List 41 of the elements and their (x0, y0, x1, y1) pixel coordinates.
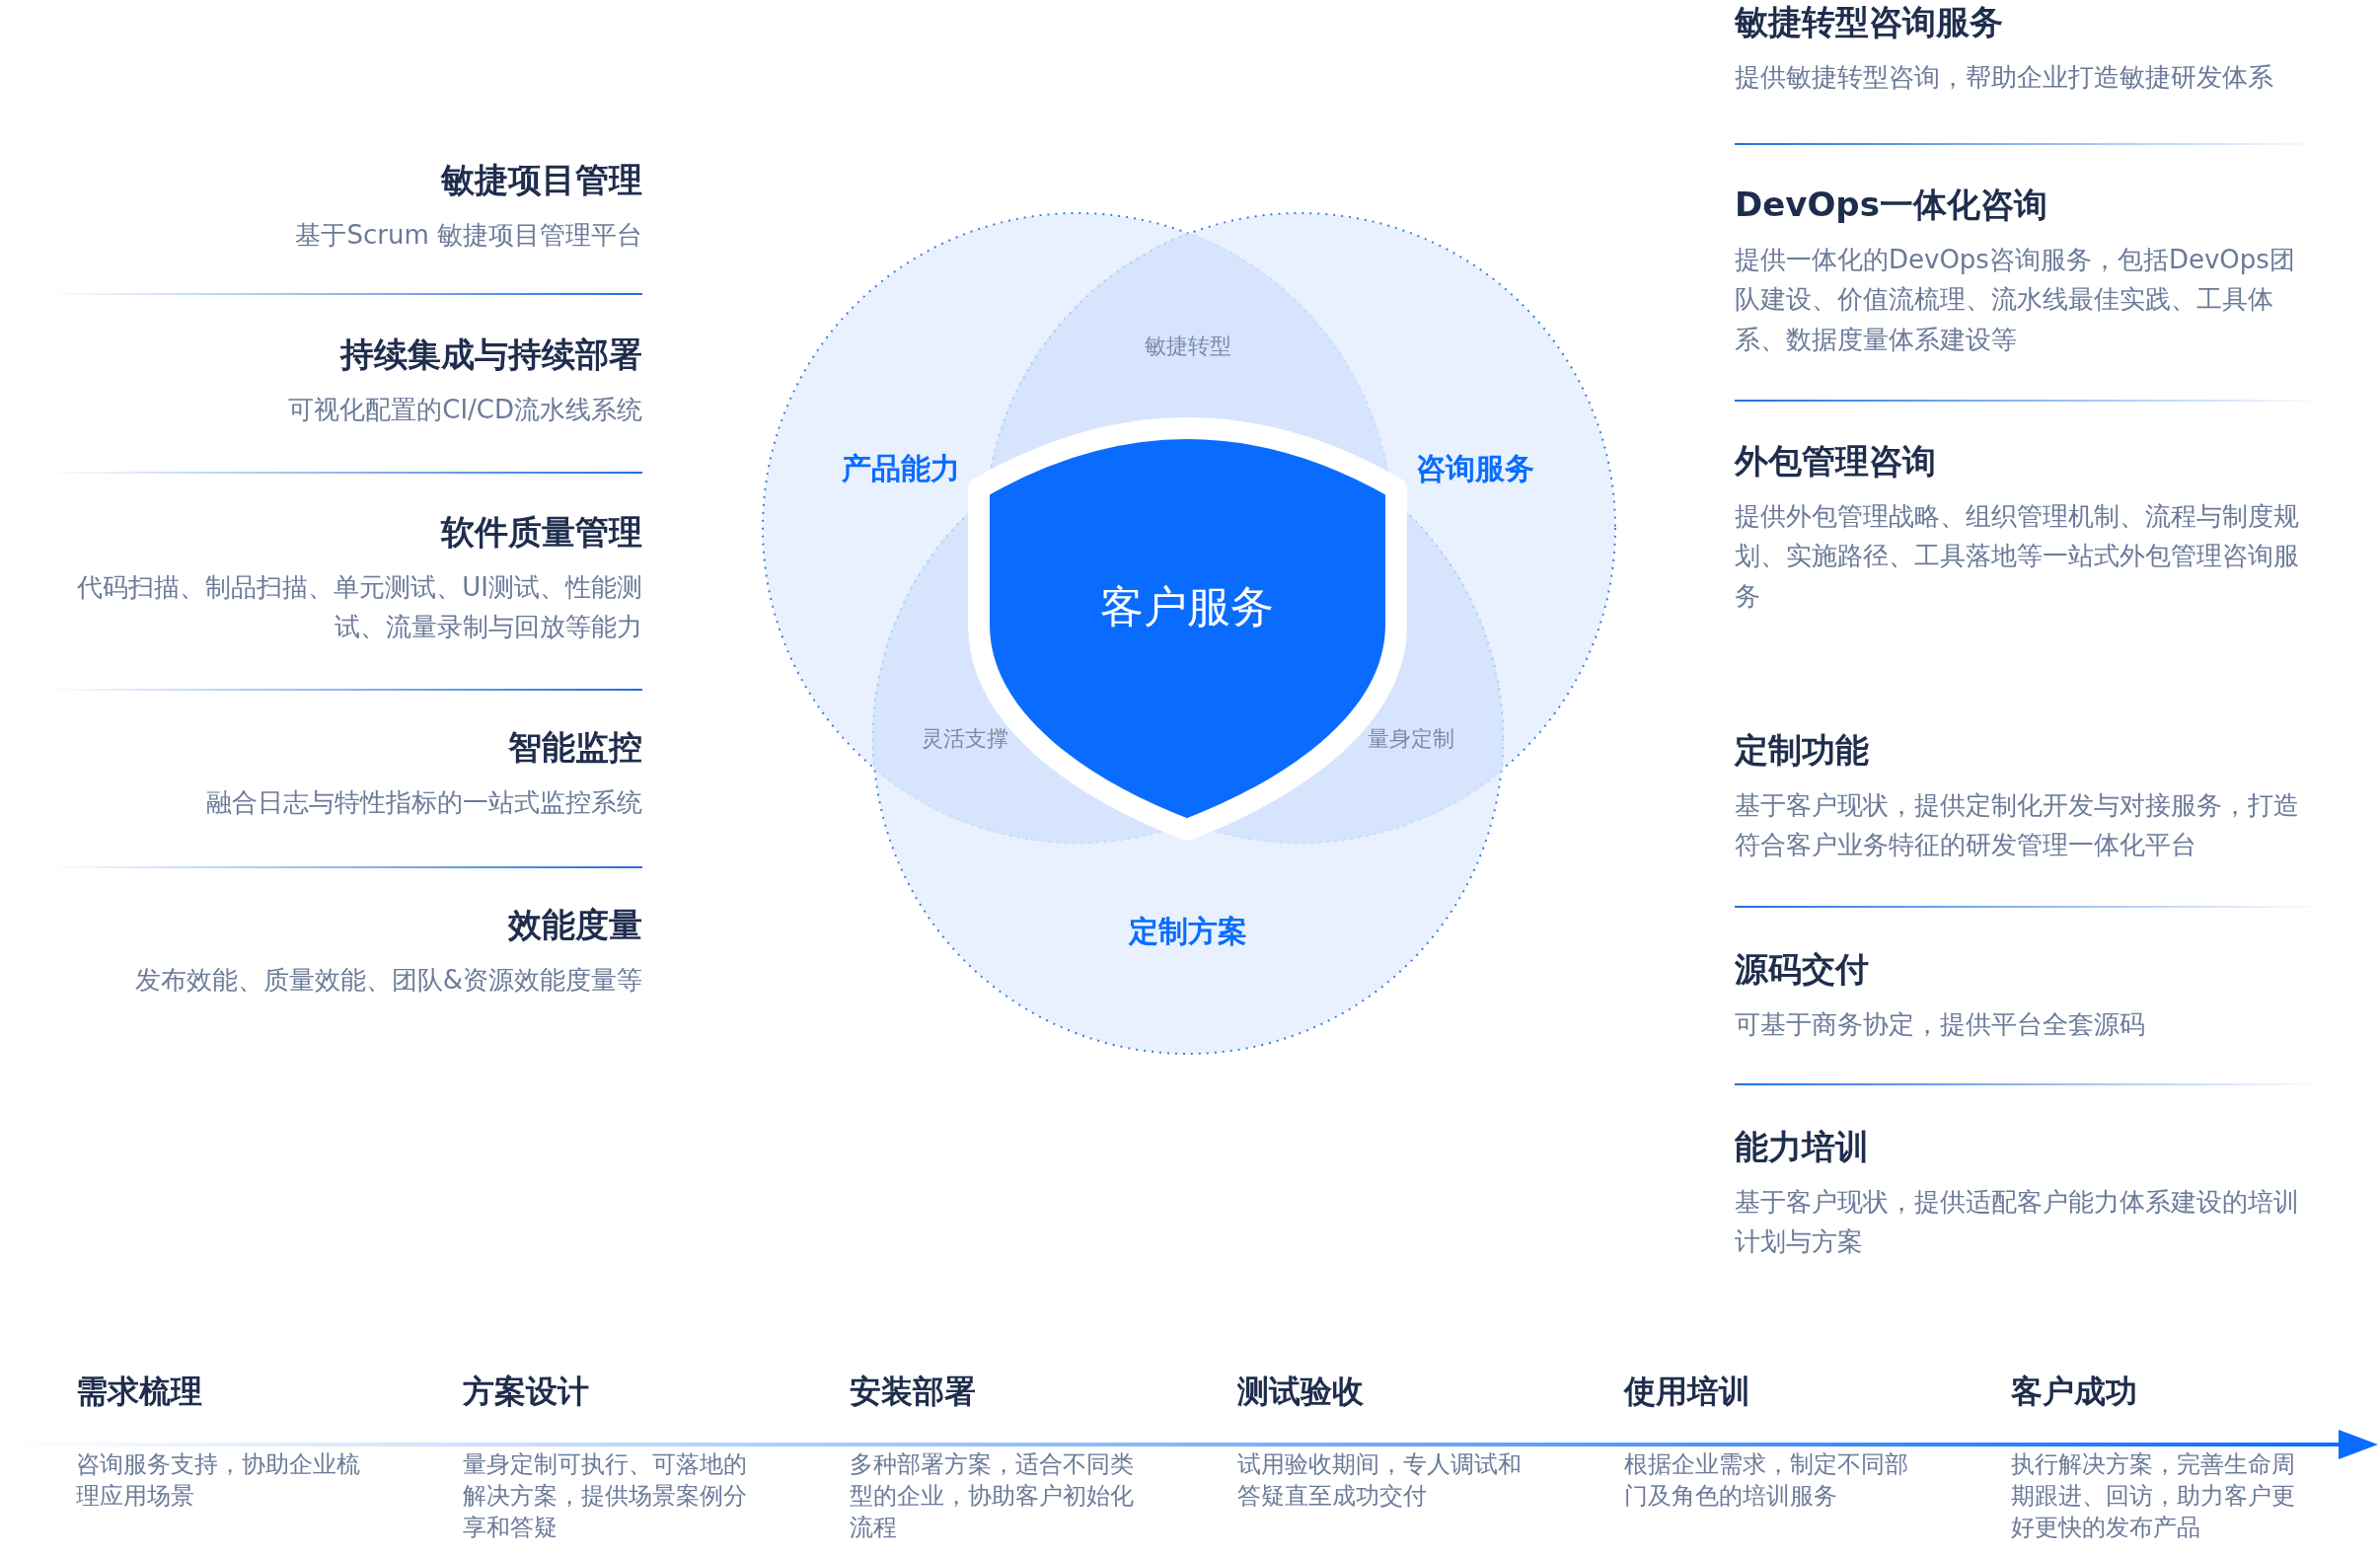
feature-description: 提供敏捷转型咨询，帮助企业打造敏捷研发体系 (1735, 61, 2274, 95)
feature-title: 外包管理咨询 (1735, 440, 1937, 482)
feature-title: 持续集成与持续部署 (338, 334, 642, 376)
feature-title: 敏捷转型咨询服务 (1735, 1, 2004, 43)
feature-title: 敏捷项目管理 (439, 159, 642, 201)
stage-description: 多种部署方案，适合不同类型的企业，协助客户初始化流程 (850, 1448, 1135, 1544)
circle-label: 定制方案 (1129, 912, 1247, 950)
feature-description: 代码扫描、制品扫描、单元测试、UI测试、性能测试、流量录制与回放等能力 (76, 571, 642, 644)
feature-title: 智能监控 (507, 726, 642, 769)
shield-label: 客户服务 (1100, 579, 1274, 633)
overlap-label: 灵活支撑 (922, 725, 1008, 753)
feature-title: 定制功能 (1735, 729, 1870, 772)
feature-title: DevOps一体化咨询 (1735, 184, 2048, 226)
feature-title: 源码交付 (1735, 948, 1870, 991)
feature-title: 效能度量 (506, 904, 642, 946)
circle-label: 产品能力 (842, 449, 960, 487)
feature-title: 能力培训 (1735, 1126, 1870, 1168)
feature-description: 基于Scrum 敏捷项目管理平台 (294, 219, 642, 253)
stage-title: 方案设计 (463, 1372, 590, 1412)
stage-description: 咨询服务支持，协助企业梳理应用场景 (76, 1448, 361, 1512)
stage-description: 执行解决方案，完善生命周期跟进、回访，助力客户更好更快的发布产品 (2011, 1448, 2296, 1544)
overlap-label: 量身定制 (1368, 725, 1454, 753)
feature-title: 软件质量管理 (439, 511, 642, 554)
stage-title: 使用培训 (1624, 1372, 1751, 1412)
overlap-label: 敏捷转型 (1145, 333, 1231, 360)
stage-description: 根据企业需求，制定不同部门及角色的培训服务 (1624, 1448, 1909, 1512)
circle-label: 咨询服务 (1416, 449, 1534, 487)
feature-description: 发布效能、质量效能、团队&资源效能度量等 (133, 964, 642, 998)
stage-title: 测试验收 (1237, 1372, 1365, 1412)
stage-title: 需求梳理 (76, 1372, 203, 1412)
feature-description: 融合日志与特性指标的一站式监控系统 (205, 786, 642, 820)
feature-description: 可视化配置的CI/CD流水线系统 (287, 394, 642, 427)
feature-description: 可基于商务协定，提供平台全套源码 (1735, 1008, 2146, 1042)
stage-description: 试用验收期间，专人调试和答疑直至成功交付 (1237, 1448, 1523, 1512)
feature-description: 基于客户现状，提供适配客户能力体系建设的培训计划与方案 (1735, 1186, 2300, 1259)
feature-description: 提供一体化的DevOps咨询服务，包括DevOps团队建设、价值流梳理、流水线最佳实践、工具体系、数据度量体系建设等 (1735, 244, 2296, 356)
stage-title: 安装部署 (850, 1372, 977, 1412)
stage-title: 客户成功 (2011, 1372, 2138, 1412)
feature-description: 基于客户现状，提供定制化开发与对接服务，打造符合客户业务特征的研发管理一体化平台 (1735, 789, 2300, 862)
feature-description: 提供外包管理战略、组织管理机制、流程与制度规划、实施路径、工具落地等一站式外包管理咨询服务 (1735, 500, 2300, 613)
stage-description: 量身定制可执行、可落地的解决方案，提供场景案例分享和答疑 (463, 1448, 748, 1544)
